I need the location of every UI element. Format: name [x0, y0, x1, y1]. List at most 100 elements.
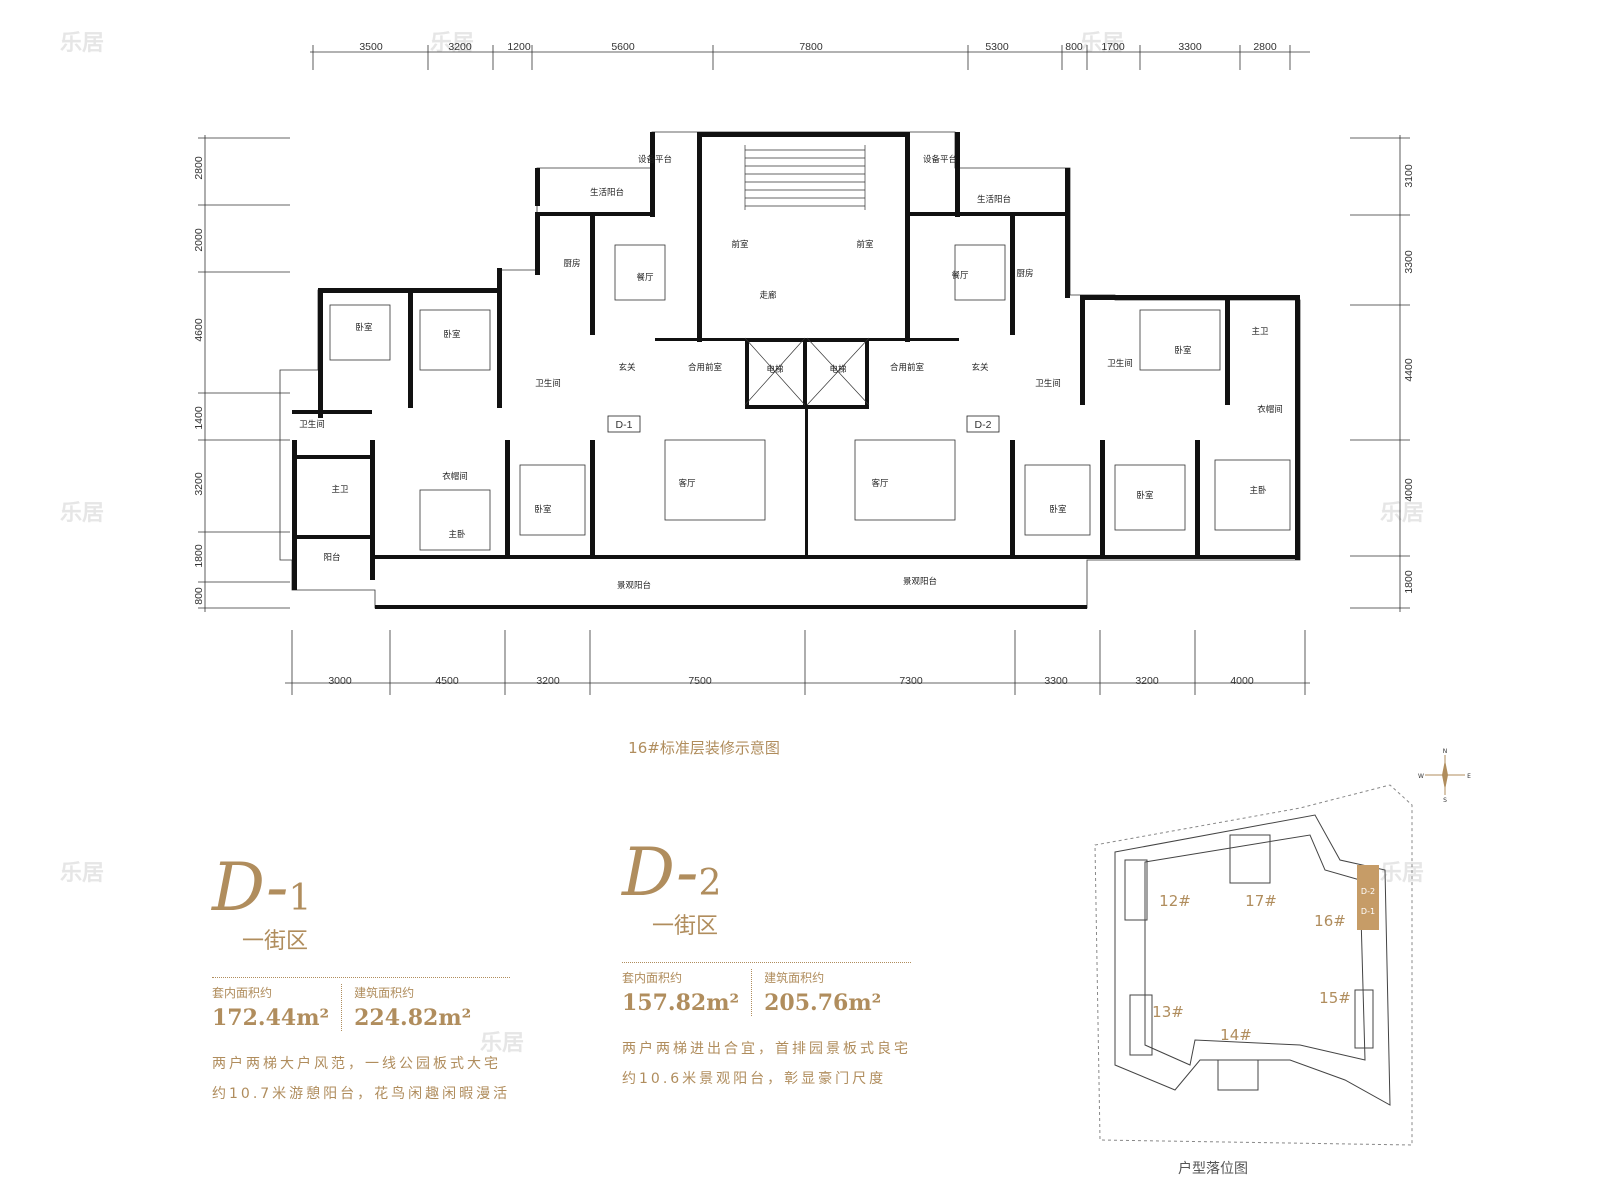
site-building-12: 12# [1159, 892, 1191, 910]
right-dimensions: 3100 3300 4400 4000 1800 [1350, 135, 1415, 612]
inner-area-value: 172.44m² [212, 1005, 330, 1031]
room-anteroom-2: 前室 [856, 239, 874, 250]
room-elevator-1: 电梯 [766, 364, 784, 375]
room-bath-1: 卫生间 [535, 378, 561, 389]
room-shebei-1: 设备平台 [638, 154, 672, 165]
room-entry-2: 玄关 [971, 362, 989, 373]
room-shenghuo-2: 生活阳台 [977, 194, 1011, 205]
unit-d1-gross-area: 建筑面积约 224.82m² [341, 984, 483, 1031]
room-bath-2: 卫生间 [299, 419, 325, 430]
dim-right-2: 3300 [1403, 250, 1415, 274]
dim-right-5: 1800 [1403, 570, 1415, 594]
dim-left-7: 800 [193, 587, 205, 605]
room-shared-anteroom-1: 合用前室 [688, 362, 723, 373]
dim-bottom-5: 7300 [899, 675, 923, 687]
dim-right-4: 4000 [1403, 478, 1415, 502]
gross-area-label: 建筑面积约 [354, 986, 415, 1000]
dim-left-5: 3200 [193, 472, 205, 496]
bottom-dimensions: 3000 4500 3200 7500 7300 3300 3200 4000 [285, 630, 1310, 695]
gross-area-value: 224.82m² [354, 1005, 472, 1031]
dim-right-1: 3100 [1403, 164, 1415, 188]
unit-d1-title-number: 1 [288, 878, 312, 919]
room-living-1: 客厅 [678, 478, 696, 489]
unit-d1-areas: 套内面积约 172.44m² 建筑面积约 224.82m² [212, 977, 511, 1031]
room-master-bath-2: 主卫 [1251, 326, 1269, 337]
dim-bottom-1: 3000 [328, 675, 352, 687]
dim-top-2: 3200 [448, 41, 472, 53]
unit-d1-title-letters: D- [212, 849, 289, 926]
dim-top-6: 5300 [985, 41, 1009, 53]
site-building-14: 14# [1220, 1026, 1252, 1044]
unit-d2-title-number: 2 [698, 863, 722, 904]
unit-d1-desc-line-2: 约10.7米游憩阳台，花鸟闲趣闲暇漫活 [212, 1086, 511, 1102]
dim-left-6: 1800 [193, 544, 205, 568]
unit-d1-desc-line-1: 两户两梯大户风范，一线公园板式大宅 [212, 1056, 501, 1072]
unit-d2-title-letters: D- [622, 834, 699, 911]
dim-bottom-4: 7500 [688, 675, 712, 687]
unit-d2-title: D-2 [622, 840, 911, 906]
room-corridor: 走廊 [759, 290, 777, 301]
unit-d1-card: D-1 一街区 套内面积约 172.44m² 建筑面积约 224.82m² 两户… [212, 855, 511, 1109]
site-building-17: 17# [1245, 892, 1277, 910]
site-unit-d1: D-1 [1361, 907, 1375, 916]
watermark: 乐居 [60, 500, 104, 525]
room-bedroom-2: 卧室 [443, 329, 461, 340]
dim-top-3: 1200 [507, 41, 531, 53]
watermark: 乐居 [60, 30, 104, 55]
left-dimensions: 2800 2000 4600 1400 3200 1800 800 [193, 135, 290, 612]
dim-bottom-7: 3200 [1135, 675, 1159, 687]
site-map: D-2 D-1 12# 17# 16# 13# 14# 15# [1094, 784, 1413, 1146]
inner-area-label: 套内面积约 [622, 971, 683, 985]
unit-d2-areas: 套内面积约 157.82m² 建筑面积约 205.76m² [622, 962, 911, 1016]
dim-bottom-8: 4000 [1230, 675, 1254, 687]
dim-top-4: 5600 [611, 41, 635, 53]
dim-top-9: 3300 [1178, 41, 1202, 53]
watermark-layer: 乐居 乐居 乐居 乐居 乐居 乐居 乐居 乐居 [60, 30, 1424, 1055]
watermark: 乐居 [60, 860, 104, 885]
unit-tag-d1: D-1 [616, 419, 633, 431]
room-bath-4: 卫生间 [1107, 358, 1133, 369]
room-kitchen-2: 厨房 [1016, 268, 1033, 279]
room-balcony: 阳台 [323, 552, 340, 563]
dim-top-7: 800 [1065, 41, 1083, 53]
gross-area-value: 205.76m² [764, 990, 882, 1016]
unit-tag-d2: D-2 [975, 419, 992, 431]
room-kitchen-1: 厨房 [563, 258, 580, 269]
room-elevator-2: 电梯 [829, 364, 847, 375]
dim-top-5: 7800 [799, 41, 823, 53]
room-shenghuo-1: 生活阳台 [590, 187, 624, 198]
watermark: 乐居 [430, 30, 474, 55]
room-master-bedroom-2: 主卧 [1249, 485, 1267, 496]
room-shebei-2: 设备平台 [923, 154, 957, 165]
top-dimensions: 3500 3200 1200 5600 7800 5300 800 1700 3… [310, 41, 1310, 70]
gross-area-label: 建筑面积约 [764, 971, 825, 985]
dim-left-2: 2000 [193, 228, 205, 252]
unit-d1-description: 两户两梯大户风范，一线公园板式大宅 约10.7米游憩阳台，花鸟闲趣闲暇漫活 [212, 1049, 510, 1109]
unit-d2-desc-line-1: 两户两梯进出合宜，首排园景板式良宅 [622, 1041, 911, 1057]
room-shared-anteroom-2: 合用前室 [890, 362, 925, 373]
dim-left-1: 2800 [193, 156, 205, 180]
room-bedroom-3: 卧室 [534, 504, 552, 515]
dim-top-10: 2800 [1253, 41, 1277, 53]
room-bedroom-1: 卧室 [355, 322, 373, 333]
unit-d1-title: D-1 [212, 855, 510, 921]
room-bedroom-6: 卧室 [1174, 345, 1192, 356]
room-dining-1: 餐厅 [636, 273, 654, 283]
dim-top-8: 1700 [1101, 41, 1125, 53]
wall-outline [279, 131, 1301, 609]
watermark: 乐居 [1380, 860, 1424, 885]
site-unit-d2: D-2 [1361, 887, 1375, 896]
unit-d2-district: 一街区 [652, 914, 719, 939]
unit-d2-description: 两户两梯进出合宜，首排园景板式良宅 约10.6米景观阳台，彰显豪门尺度 [622, 1034, 911, 1094]
plan-caption: 16#标准层装修示意图 [628, 739, 780, 757]
room-master-bath-1: 主卫 [331, 484, 349, 495]
compass-n: N [1443, 748, 1448, 755]
site-map-caption: 户型落位图 [1178, 1161, 1248, 1177]
compass-icon: N S E W [1418, 748, 1471, 804]
room-bedroom-5: 卧室 [1136, 490, 1154, 501]
unit-d1-district: 一街区 [242, 929, 309, 954]
dim-top-1: 3500 [359, 41, 383, 53]
site-building-16: 16# [1314, 912, 1346, 930]
room-dining-2: 餐厅 [951, 271, 969, 281]
